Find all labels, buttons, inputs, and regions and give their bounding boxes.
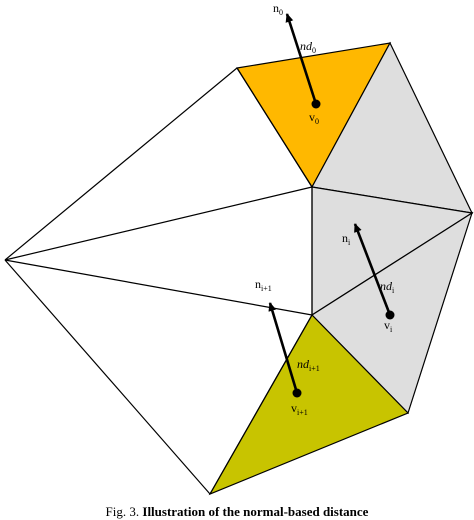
mesh-edges — [4, 67, 313, 495]
label-vi1: vi+1 — [291, 401, 308, 417]
label-n0: n0 — [273, 1, 283, 17]
normal-arrow-0 — [285, 13, 318, 105]
label-vi: vi — [384, 318, 393, 334]
label-v0: v0 — [309, 110, 319, 126]
normal-arrow-i1 — [268, 302, 299, 394]
label-ndi1: ndi+1 — [297, 357, 320, 373]
label-ndi: ndi — [380, 279, 395, 295]
vertex-vi — [385, 310, 395, 320]
label-ni: ni — [342, 231, 351, 247]
caption-text: Illustration of the normal-based distanc… — [142, 504, 369, 519]
vertex-v0 — [311, 99, 321, 109]
figure-caption: Fig. 3. Illustration of the normal-based… — [0, 504, 474, 520]
caption-prefix: Fig. 3. — [105, 504, 140, 519]
label-nd0: nd0 — [300, 39, 316, 55]
label-ni1: ni+1 — [255, 277, 272, 293]
vertex-vi1 — [292, 388, 302, 398]
normal-arrow-i — [353, 223, 392, 316]
